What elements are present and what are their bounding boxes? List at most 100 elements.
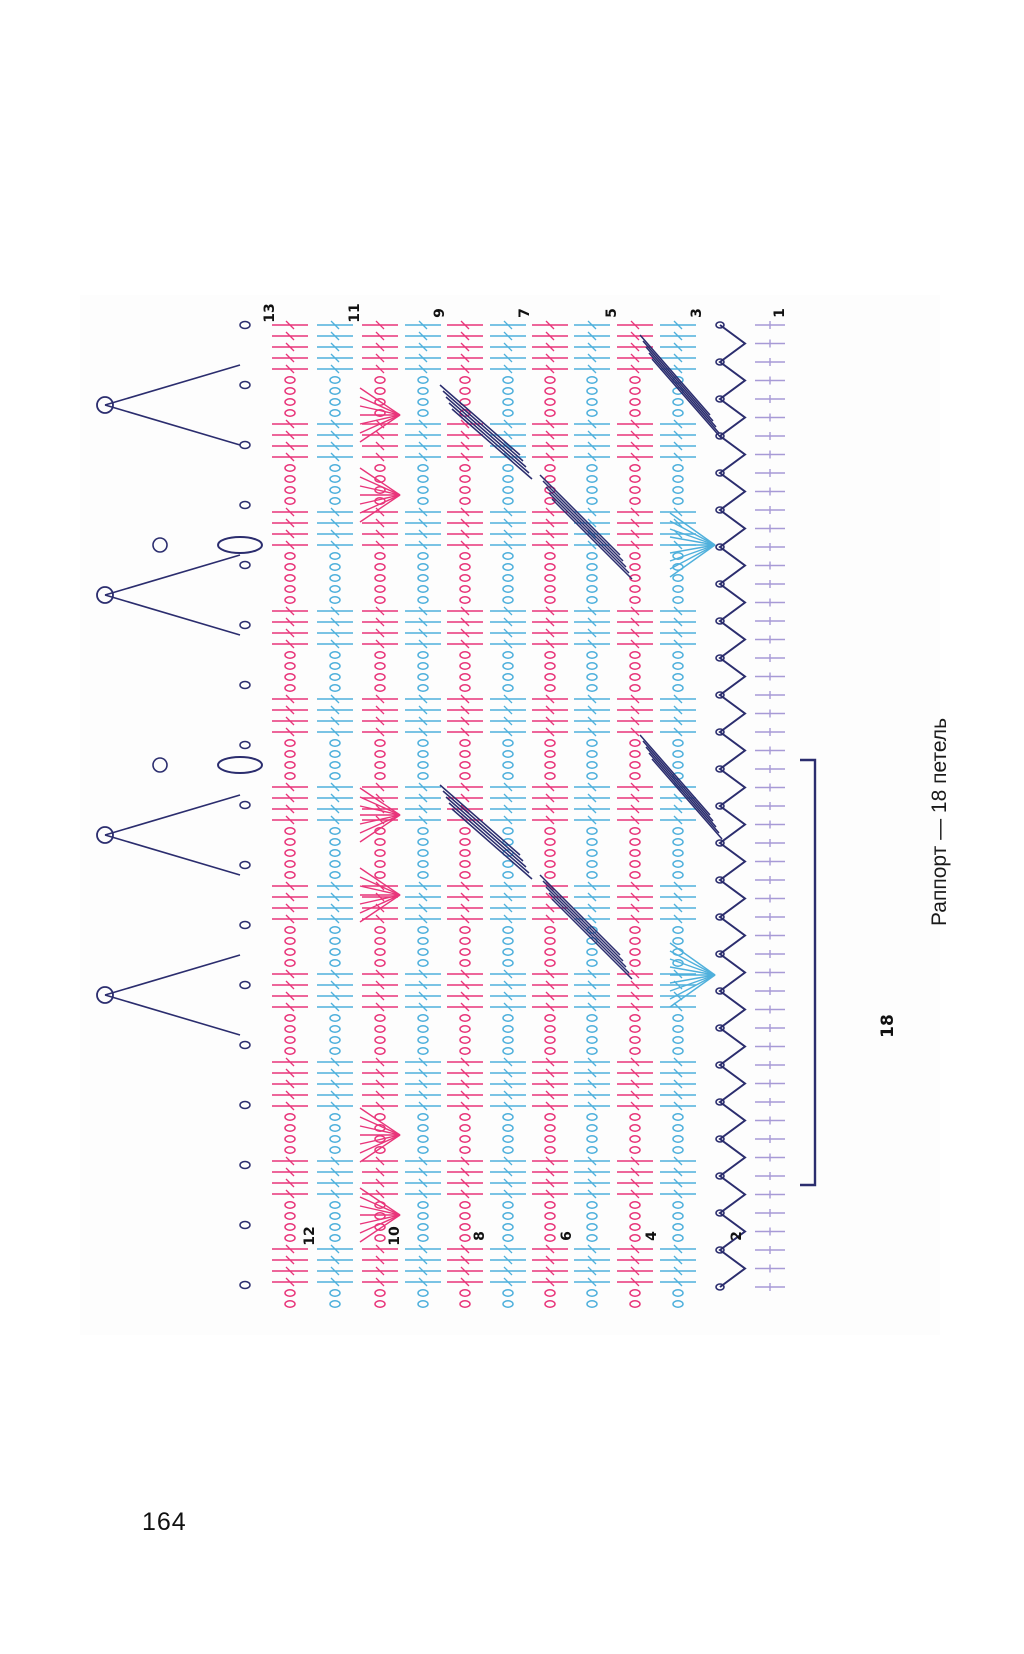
stitch-bar: [673, 342, 683, 352]
repeat-bracket: [800, 758, 817, 1187]
chain-stitch: [629, 1047, 641, 1055]
chain-stitch: [374, 1113, 386, 1121]
stitch-bar: [545, 1266, 555, 1276]
stitch-bar: [630, 419, 640, 429]
fan-stitch: [359, 1205, 401, 1216]
chain-loop: [715, 1135, 725, 1143]
chain-stitch: [239, 980, 251, 990]
stitch-bar: [545, 969, 555, 979]
crochet-chart-svg: [96, 320, 817, 1308]
stitch-bar: [330, 617, 340, 627]
chain-stitch: [417, 1113, 429, 1121]
chain-stitch: [502, 1025, 514, 1033]
stitch-bar: [285, 980, 295, 990]
chain-stitch: [672, 475, 684, 483]
stitch-bar: [418, 364, 428, 374]
chain-stitch: [629, 398, 641, 406]
chain-stitch: [459, 750, 471, 758]
chain-stitch: [502, 871, 514, 879]
chain-stitch: [629, 475, 641, 483]
stitch-bar: [460, 727, 470, 737]
stitch-bar: [375, 705, 385, 715]
stitch-bar: [673, 914, 683, 924]
fan-stitch: [359, 1214, 401, 1225]
chain-stitch: [329, 376, 341, 384]
fan-stitch: [359, 894, 401, 905]
chain-stitch: [629, 376, 641, 384]
chain-stitch: [239, 560, 251, 570]
chain-loop: [715, 1209, 725, 1217]
stitch-bar: [285, 1277, 295, 1287]
stitch-bar: [375, 914, 385, 924]
stitch-bar: [330, 1277, 340, 1287]
stitch-bar: [330, 529, 340, 539]
stitch-bar: [285, 1255, 295, 1265]
chain-stitch: [586, 409, 598, 417]
crossed-stitch: [548, 492, 630, 574]
chain-stitch: [329, 475, 341, 483]
chain-stitch: [629, 1201, 641, 1209]
stitch-bar: [285, 804, 295, 814]
stitch-bar: [418, 353, 428, 363]
stitch-bar: [418, 914, 428, 924]
stitch-bar: [545, 1057, 555, 1067]
chain-stitch: [544, 651, 556, 659]
chain-stitch: [629, 651, 641, 659]
shell-stitch: [669, 974, 716, 1000]
chain-stitch: [417, 497, 429, 505]
chain-stitch: [459, 761, 471, 769]
crossed-stitch: [442, 790, 524, 862]
chain-stitch: [586, 585, 598, 593]
chain-stitch: [329, 1300, 341, 1308]
crossed-stitch: [439, 384, 521, 456]
chain-stitch: [239, 1220, 251, 1230]
stitch-bar: [375, 441, 385, 451]
stitch-bar: [587, 1277, 597, 1287]
stitch-bar: [587, 1266, 597, 1276]
chain-stitch: [417, 1025, 429, 1033]
chain-stitch: [329, 926, 341, 934]
stitch-bar: [375, 331, 385, 341]
chain-stitch: [629, 464, 641, 472]
chain-stitch: [629, 684, 641, 692]
stitch-bar: [460, 793, 470, 803]
chain-stitch: [374, 651, 386, 659]
stitch-bar: [630, 320, 640, 330]
chain-stitch: [329, 827, 341, 835]
chain-stitch: [586, 1289, 598, 1297]
stitch-bar: [503, 1244, 513, 1254]
chain-stitch: [329, 948, 341, 956]
chain-stitch: [502, 761, 514, 769]
chain-stitch: [586, 871, 598, 879]
stitch-bar: [503, 364, 513, 374]
chain-stitch: [284, 387, 296, 395]
chain-stitch: [502, 1212, 514, 1220]
stitch-bar: [587, 793, 597, 803]
stitch-bar: [285, 892, 295, 902]
chain-stitch: [672, 1036, 684, 1044]
chain-stitch: [284, 739, 296, 747]
chain-stitch: [329, 1113, 341, 1121]
fan-stitch: [359, 885, 401, 896]
chain-stitch: [502, 1113, 514, 1121]
chain-stitch: [417, 585, 429, 593]
stitch-bar: [285, 364, 295, 374]
fan-stitch: [359, 1125, 401, 1136]
chain-stitch: [629, 926, 641, 934]
stitch-bar: [460, 1178, 470, 1188]
stitch-bar: [418, 980, 428, 990]
chain-stitch: [544, 398, 556, 406]
stitch-bar: [375, 969, 385, 979]
chain-stitch: [284, 475, 296, 483]
chain-stitch: [239, 500, 251, 510]
chain-stitch: [284, 596, 296, 604]
chain-stitch: [586, 563, 598, 571]
chain-stitch: [374, 552, 386, 560]
crossed-stitch: [442, 390, 524, 462]
stitch-bar: [330, 419, 340, 429]
chain-stitch: [629, 948, 641, 956]
stitch-bar: [418, 991, 428, 1001]
chain-stitch: [586, 1014, 598, 1022]
stitch-bar: [418, 452, 428, 462]
fan-stitch: [359, 476, 401, 496]
